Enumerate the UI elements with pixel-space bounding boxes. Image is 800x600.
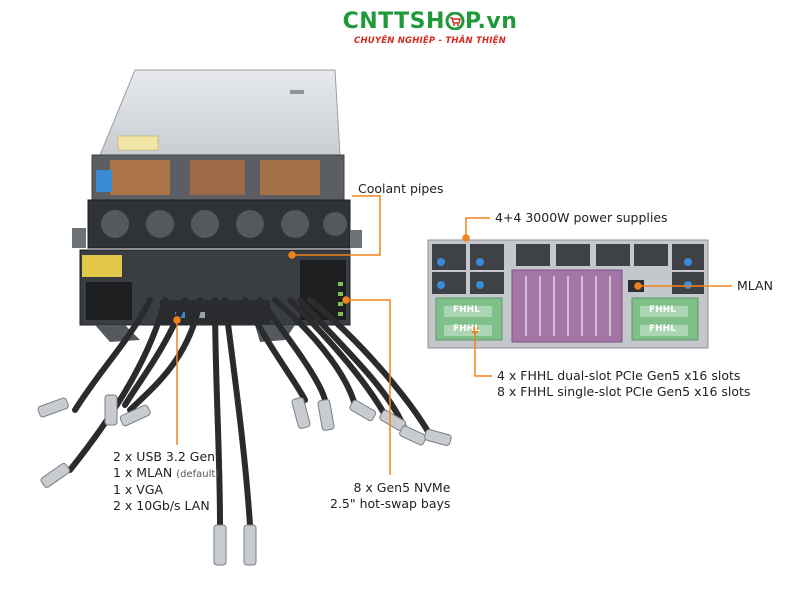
callout-coolant-pipes: Coolant pipes: [358, 181, 444, 196]
server-chassis-left: [72, 69, 362, 342]
cart-icon: [445, 11, 465, 31]
io-line-vga: 1 x VGA: [113, 482, 164, 497]
callout-io-ports: 2 x USB 3.2 Gen1 1 x MLAN (default) 1 x …: [113, 449, 223, 513]
callout-mlan: MLAN: [737, 278, 773, 293]
pcie-line-2: 8 x FHHL single-slot PCIe Gen5 x16 slots: [497, 383, 751, 399]
pcie-line-1: 4 x FHHL dual-slot PCIe Gen5 x16 slots: [497, 368, 741, 383]
coolant-hoses: [67, 297, 433, 528]
nvme-line-1: 8 x Gen5 NVMe: [353, 480, 451, 495]
fhhl-label-right-bottom: FHHL: [649, 324, 676, 334]
brand-tagline: CHUYÊN NGHIỆP - THÂN THIỆN: [354, 36, 506, 46]
nvme-line-2: 2.5" hot-swap bays: [330, 495, 451, 511]
hose-connectors: [37, 394, 452, 566]
callout-nvme: 8 x Gen5 NVMe 2.5" hot-swap bays: [330, 480, 450, 511]
fhhl-label-right-top: FHHL: [649, 305, 676, 315]
fhhl-label-left-top: FHHL: [453, 305, 480, 315]
io-line-mlan: 1 x MLAN (default): [113, 464, 220, 480]
fhhl-label-left-bottom: FHHL: [453, 324, 480, 334]
io-line-lan: 2 x 10Gb/s LAN: [113, 497, 210, 513]
callout-lines: [173, 195, 732, 475]
io-line-usb: 2 x USB 3.2 Gen1: [113, 449, 224, 464]
callout-power-supplies: 4+4 3000W power supplies: [495, 210, 668, 225]
callout-pcie: 4 x FHHL dual-slot PCIe Gen5 x16 slots 8…: [497, 368, 750, 399]
io-line-mlan-note: (default): [176, 468, 220, 480]
